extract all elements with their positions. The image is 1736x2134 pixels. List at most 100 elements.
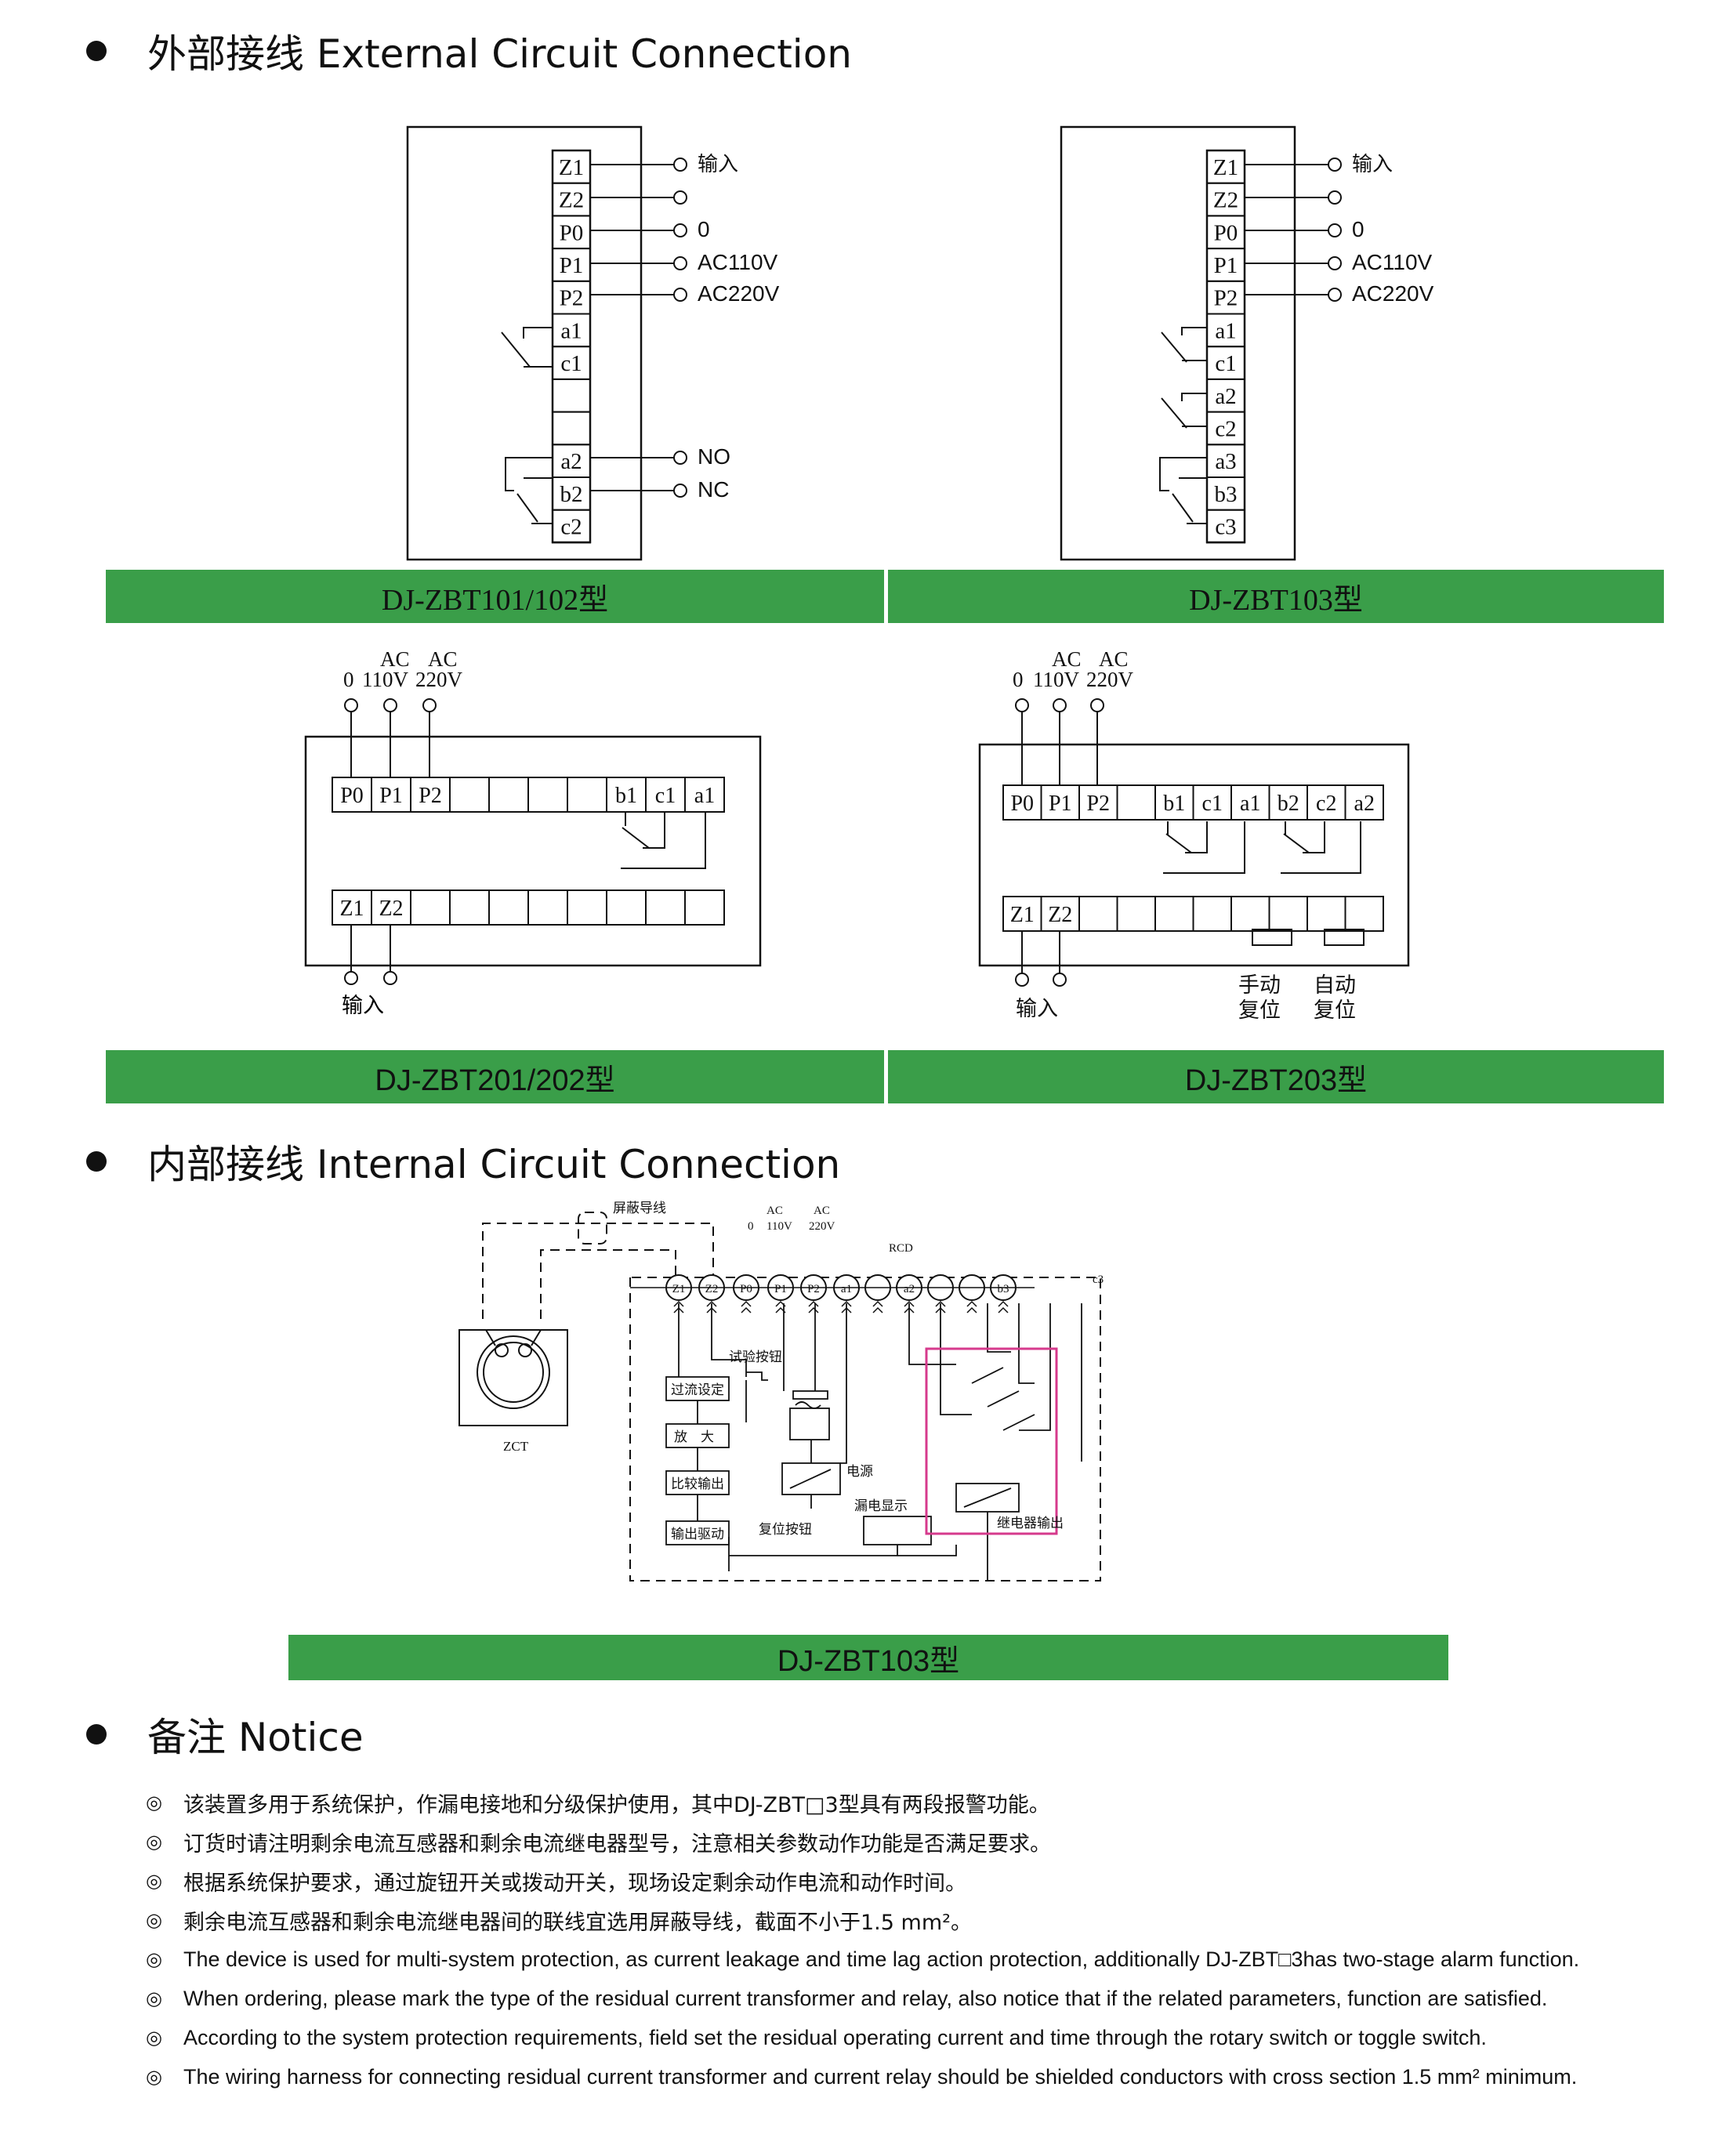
terminal-cell — [1307, 896, 1346, 932]
note-text: The device is used for multi-system prot… — [183, 1947, 1580, 1971]
label-0: 0 — [748, 1220, 754, 1233]
section-heading-notice: 备注 Notice — [86, 1711, 364, 1760]
terminal-cell — [552, 509, 591, 544]
terminal-cell — [449, 889, 490, 926]
terminal-cell — [567, 889, 607, 926]
terminal-cell — [606, 889, 647, 926]
notes-list: ◎ 该装置多用于系统保护，作漏电接地和分级保护使用，其中DJ-ZBT□3型具有两段… — [146, 1783, 1698, 2096]
label-ac: AC — [380, 647, 410, 671]
terminal-cell — [1116, 896, 1156, 932]
terminal-cell — [449, 777, 490, 813]
terminal-label: P1 — [774, 1283, 787, 1295]
note-bullet-icon: ◎ — [146, 1831, 162, 1853]
terminal-label: c1 — [1215, 351, 1236, 376]
label-input: 输入 — [1352, 153, 1393, 176]
note-item: ◎根据系统保护要求，通过旋钮开关或拨动开关，现场设定剩余动作电流和动作时间。 — [146, 1861, 1698, 1900]
label-ac: AC — [767, 1205, 783, 1217]
terminal-cell — [645, 889, 686, 926]
note-item: ◎The device is used for multi-system pro… — [146, 1940, 1698, 1979]
label-c3: c3 — [1093, 1274, 1104, 1286]
terminal-label: Z1 — [559, 155, 584, 180]
label-shield: 屏蔽导线 — [613, 1201, 666, 1216]
label-overcurrent: 过流设定 — [671, 1382, 724, 1397]
label-no: NO — [698, 444, 730, 469]
terminal-cell — [488, 777, 529, 813]
terminal-label: a2 — [560, 449, 582, 474]
terminal-label: a2 — [904, 1283, 915, 1295]
label-rcd: RCD — [889, 1242, 913, 1255]
label-drive: 输出驱动 — [671, 1527, 724, 1542]
label-ac: AC — [814, 1205, 830, 1217]
terminal-label: P0 — [740, 1283, 752, 1295]
label-0: 0 — [343, 668, 354, 691]
section-heading-internal: 内部接线 Internal Circuit Connection — [86, 1138, 840, 1187]
terminal-label: c2 — [1316, 792, 1336, 816]
model-bar-zbt203: DJ-ZBT203型 — [888, 1050, 1664, 1103]
terminal-label: c2 — [1215, 416, 1236, 441]
terminal-label: a1 — [694, 784, 715, 808]
terminal-label: b2 — [560, 482, 583, 507]
label-manual: 手动 — [1238, 973, 1281, 997]
terminal-label: P2 — [560, 286, 584, 311]
terminal-label: a3 — [1215, 449, 1236, 474]
terminal-label: P1 — [379, 784, 403, 808]
terminal-cell — [1268, 896, 1308, 932]
label-reset: 复位 — [1238, 998, 1281, 1022]
relay-highlight-box — [925, 1347, 1058, 1535]
terminal-cell — [552, 378, 591, 413]
model-bar-internal: DJ-ZBT103型 — [288, 1635, 1448, 1680]
terminal-cell — [527, 889, 568, 926]
terminal-label: a1 — [1215, 318, 1236, 343]
terminal-label: P2 — [419, 784, 442, 808]
connector-arrow — [808, 1300, 819, 1313]
terminal-label: P2 — [1086, 792, 1110, 816]
terminal-label: b2 — [1278, 792, 1299, 816]
note-item: ◎ According to the system protection requ… — [146, 2018, 1698, 2057]
terminal-label: P2 — [1214, 286, 1238, 311]
bullet-icon — [86, 41, 107, 61]
terminal-label: Z2 — [1213, 188, 1238, 213]
note-text: According to the system protection requi… — [183, 2025, 1487, 2049]
label-0: 0 — [1352, 217, 1365, 241]
model-bar-zbt101: DJ-ZBT101/102型 — [106, 570, 884, 623]
terminal-label: a2 — [1215, 384, 1236, 409]
note-bullet-icon: ◎ — [146, 2027, 162, 2049]
terminal-cell — [552, 411, 591, 446]
label-ac220v: AC220V — [698, 281, 780, 306]
terminal-label: Z1 — [1010, 903, 1035, 927]
terminal-label: Z2 — [379, 897, 403, 921]
bullet-icon — [86, 1724, 107, 1745]
note-text: 剩余电流互感器和剩余电流继电器间的联线宜选用屏蔽导线，截面不小于1.5 mm²。 — [183, 1910, 972, 1935]
label-auto: 自动 — [1314, 973, 1356, 997]
terminal-label: c1 — [1202, 792, 1223, 816]
terminal-label: a1 — [1240, 792, 1260, 816]
note-item: ◎该装置多用于系统保护，作漏电接地和分级保护使用，其中DJ-ZBT□3型具有两段… — [146, 1783, 1698, 1822]
note-text: 订货时请注明剩余电流互感器和剩余电流继电器型号，注意相关参数动作功能是否满足要求… — [183, 1831, 1051, 1857]
section-title: 内部接线 Internal Circuit Connection — [147, 1142, 841, 1187]
label-0: 0 — [698, 217, 710, 241]
connector-arrow — [998, 1300, 1009, 1313]
terminal-label: a1 — [841, 1283, 852, 1295]
terminal-cell — [1230, 896, 1270, 932]
terminal-label: Z1 — [1213, 155, 1238, 180]
note-bullet-icon: ◎ — [146, 1909, 162, 1931]
connector-arrow — [966, 1300, 977, 1313]
terminal-label: b1 — [1163, 792, 1185, 816]
terminal-label: Z1 — [672, 1283, 686, 1295]
label-zct: ZCT — [503, 1439, 529, 1454]
label-input: 输入 — [1016, 997, 1058, 1020]
note-text: 该装置多用于系统保护，作漏电接地和分级保护使用，其中DJ-ZBT□3型具有两段报… — [183, 1792, 1050, 1817]
label-ac: AC — [1052, 647, 1082, 671]
terminal-cell — [1192, 896, 1232, 932]
label-ac220v: AC220V — [1352, 281, 1434, 306]
terminal-cell — [1344, 784, 1384, 821]
terminal-cell — [1344, 896, 1384, 932]
section-title: 备注 Notice — [147, 1715, 364, 1760]
terminal-cell — [410, 889, 451, 926]
label-input: 输入 — [698, 153, 738, 176]
terminal-label: c1 — [560, 351, 582, 376]
